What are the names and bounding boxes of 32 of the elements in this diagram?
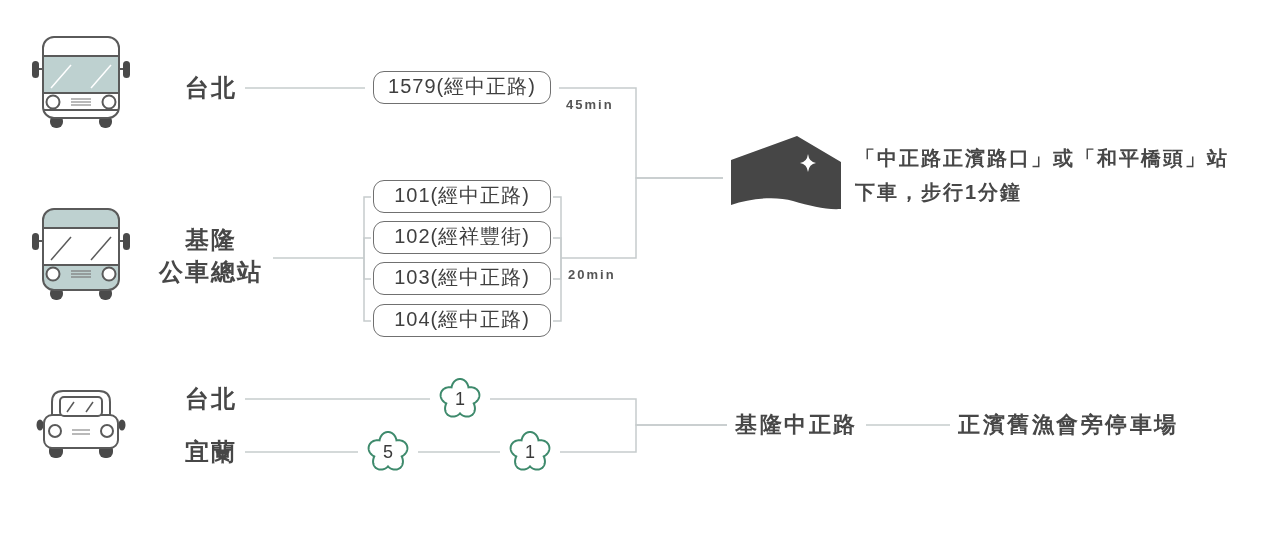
connector-line [560,177,724,259]
connector-line [865,424,951,426]
edge-label: 20min [568,268,616,282]
connector-line [272,257,365,259]
directions-text: 「中正路正濱路口」或「和平橋頭」站下車，步行1分鐘 [855,146,1230,205]
connector-line [244,398,431,400]
route-tag: 104(經中正路) [373,304,551,337]
route-tag: 103(經中正路) [373,262,551,295]
route-tag: 102(經祥豐街) [373,221,551,254]
place-name: 台北 [185,74,237,102]
route-number: 1 [525,443,535,461]
place-name: 基隆中正路 [735,412,858,438]
route-tag: 101(經中正路) [373,180,551,213]
place-name: 基隆公車總站 [157,224,265,288]
connector-line [417,451,501,453]
connector-line [552,237,562,259]
flower-route-sign [438,377,482,421]
route-tag: 1579(經中正路) [373,71,551,104]
connector-line [363,237,372,259]
connector-line [244,451,359,453]
connector-line [552,257,562,322]
edge-label: 45min [566,98,614,112]
place-name: 宜蘭 [185,438,237,466]
connector-line [363,257,372,322]
place-name: 正濱舊漁會旁停車場 [958,412,1179,438]
connector-line [559,424,728,453]
flower-route-sign [366,430,410,474]
route-number: 5 [383,443,393,461]
connector-line [244,87,366,89]
flower-route-sign [508,430,552,474]
route-number: 1 [455,390,465,408]
place-name: 台北 [185,385,237,413]
